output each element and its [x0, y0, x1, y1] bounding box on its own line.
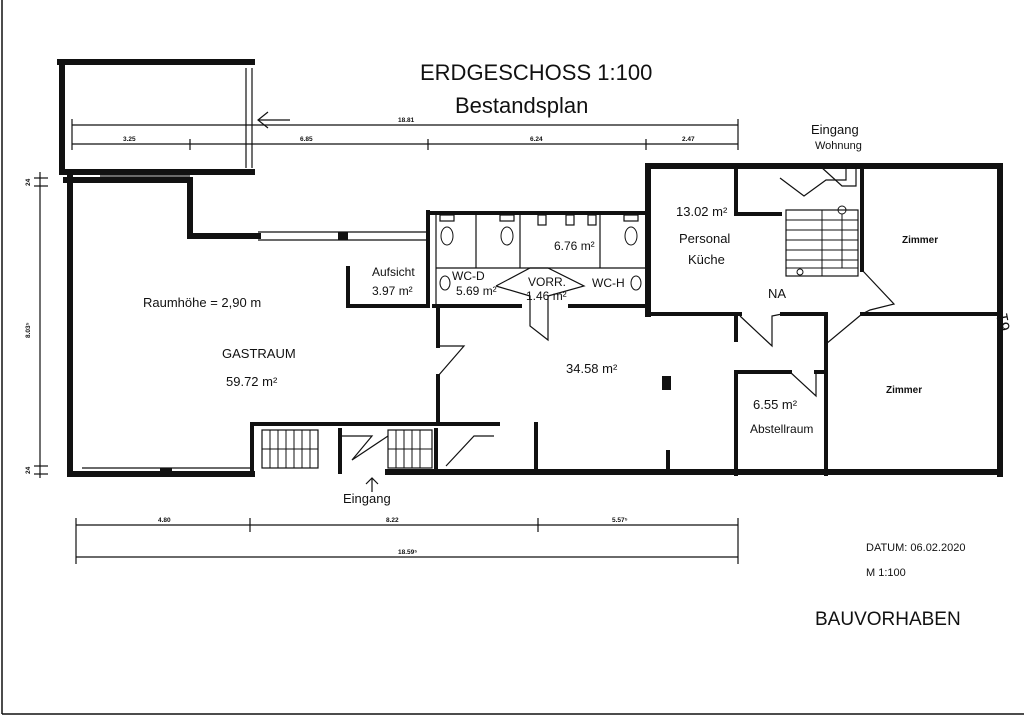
dim-bottom-total: 18.59⁵: [398, 549, 417, 556]
aufsicht-area: 3.97 m²: [372, 284, 413, 298]
dim-top-total: 18.81: [398, 117, 415, 124]
dimension-top: 18.81 3.25 6.85 6.24 2.47: [71, 117, 739, 150]
dim-top-3: 6.24: [530, 136, 543, 143]
abstell-area: 6.55 m²: [753, 397, 798, 412]
dim-bottom-1: 4.80: [158, 517, 171, 524]
dim-top-1: 3.25: [123, 136, 136, 143]
dim-left-bottom: 24: [25, 466, 32, 474]
kueche-name-2: Küche: [688, 252, 725, 267]
hall-area: 34.58 m²: [566, 361, 618, 376]
kueche-area: 13.02 m²: [676, 204, 728, 219]
zimmer-1: Zimmer: [902, 235, 938, 246]
gastraum-area: 59.72 m²: [226, 374, 278, 389]
walls: [63, 163, 1003, 477]
terrace: [57, 59, 255, 175]
stairs-bottom: [261, 429, 494, 469]
na-label: NA: [768, 286, 786, 301]
vorr-name: VORR.: [528, 275, 566, 289]
dimension-bottom: 4.80 8.22 5.57⁵ 18.59⁵: [75, 517, 739, 564]
wch-area: 6.76 m²: [554, 239, 595, 253]
plan-subtitle: Bestandsplan: [455, 93, 588, 118]
eingang-bottom-label: Eingang: [343, 491, 391, 506]
dim-left-mid: 8.03⁵: [25, 322, 32, 338]
dim-bottom-2: 8.22: [386, 517, 399, 524]
kueche-name-1: Personal: [679, 231, 730, 246]
dim-top-4: 2.47: [682, 136, 695, 143]
vorr-area: 1.46 m²: [526, 289, 567, 303]
gastraum-height: Raumhöhe = 2,90 m: [143, 295, 261, 310]
abstell-name: Abstellraum: [750, 422, 813, 436]
entrance-arrow-icon: [365, 477, 379, 492]
wcd-area: 5.69 m²: [456, 284, 497, 298]
eingang-top-label: Eingang: [811, 122, 859, 137]
wch-name: WC-H: [592, 276, 625, 290]
dim-top-2: 6.85: [300, 136, 313, 143]
footer-datum: DATUM: 06.02.2020: [866, 542, 965, 554]
side-mark: 61: [994, 312, 1014, 333]
aufsicht-name: Aufsicht: [372, 265, 415, 279]
wcd-name: WC-D: [452, 269, 485, 283]
wc-fixtures: [439, 214, 642, 291]
zimmer-2: Zimmer: [886, 385, 922, 396]
wohnung-label: Wohnung: [815, 140, 862, 152]
plan-title: ERDGESCHOSS 1:100: [420, 60, 652, 85]
dim-left-top: 24: [25, 178, 32, 186]
footer-scale: M 1:100: [866, 567, 906, 579]
gastraum-name: GASTRAUM: [222, 346, 296, 361]
dim-bottom-3: 5.57⁵: [612, 517, 628, 524]
footer-project: BAUVORHABEN: [815, 609, 961, 630]
door-swings: [437, 165, 1003, 440]
dimension-left: 24 8.03⁵ 24: [25, 172, 48, 478]
stairs-top: [785, 205, 859, 277]
